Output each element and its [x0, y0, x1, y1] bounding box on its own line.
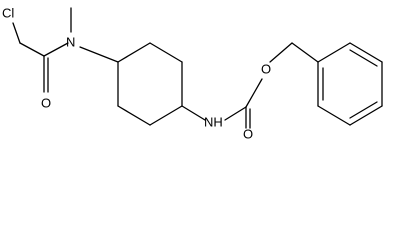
bond-carbamate-o	[245, 78, 263, 108]
bond-n-ring	[79, 46, 119, 63]
phenyl-bond-5	[349, 42, 383, 63]
bond-o-ch2	[269, 42, 293, 63]
bond-layer	[12, 7, 383, 129]
phenyl-inner-2	[349, 101, 378, 119]
bond-nh-carbonyl	[224, 106, 247, 121]
bond-carbonyl-n	[43, 42, 69, 57]
phenyl-bond-2	[317, 105, 351, 126]
ring-bond-4	[149, 105, 183, 126]
atom-ester-oxygen: O	[261, 62, 271, 77]
phenyl-inner-3	[349, 49, 378, 67]
atom-chlorine: Cl	[2, 6, 14, 21]
ring-bond-1	[117, 42, 151, 63]
atom-label-layer: Cl O N NH O O	[2, 6, 271, 142]
phenyl-bond-3	[349, 105, 383, 126]
atom-carbamate-nitrogen: NH	[204, 115, 223, 130]
bond-ring-nh	[181, 105, 206, 121]
chemical-structure-diagram: Cl O N NH O O	[2, 6, 383, 142]
atom-carbonyl-oxygen-left: O	[41, 96, 51, 111]
atom-carbamate-oxygen-bottom: O	[243, 127, 253, 142]
ring-bond-5	[117, 105, 151, 126]
bond-ch2-carbonyl	[19, 42, 45, 57]
atom-amide-nitrogen: N	[66, 35, 75, 50]
phenyl-bond-6	[317, 42, 351, 63]
bond-ch2-phenyl	[291, 42, 319, 63]
ring-bond-2	[149, 42, 183, 63]
bond-cl-ch2	[12, 22, 21, 44]
